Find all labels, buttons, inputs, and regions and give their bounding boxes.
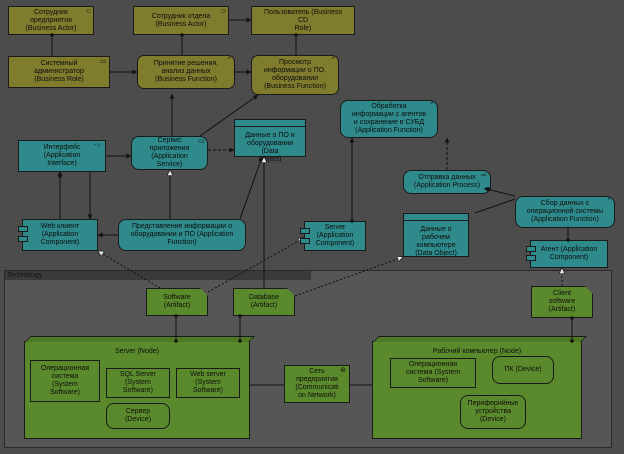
function-icon: ⌃ bbox=[330, 57, 336, 64]
software-artifact[interactable]: Software (Artifact) bbox=[146, 288, 208, 316]
workstation-os-system-software[interactable]: Операционная система (System Software) bbox=[390, 358, 476, 388]
server-node-label: Server (Node) bbox=[115, 348, 159, 355]
view-info-business-function[interactable]: Просмотр информации о ПО, оборудовании (… bbox=[251, 55, 339, 95]
function-icon: ⌃ bbox=[606, 198, 612, 205]
sysadmin-role[interactable]: Системный администратор (Business Role) bbox=[8, 56, 110, 88]
send-data-application-process[interactable]: Отправка данных (Application Process) bbox=[403, 170, 491, 194]
component-icon bbox=[300, 228, 310, 234]
data-object-workstation[interactable]: Данные о рабочем компьютере (Data Object… bbox=[403, 213, 469, 257]
actor-icon: ☺ bbox=[85, 8, 93, 15]
data-object-software-hardware[interactable]: Данные о ПО и оборудовании (Data Object) bbox=[234, 119, 306, 163]
server-device[interactable]: Сервер (Device) bbox=[106, 403, 170, 429]
server-application-component[interactable]: Server (Application Component) bbox=[304, 221, 366, 251]
agent-application-component[interactable]: Агент (Application Component) bbox=[530, 240, 608, 268]
application-service[interactable]: Сервис приложения (Application Service) bbox=[131, 136, 208, 170]
process-icon: ⇨ bbox=[481, 172, 487, 179]
component-icon bbox=[18, 236, 28, 242]
component-icon bbox=[300, 238, 310, 244]
client-software-artifact-label: Client software (Artifact) bbox=[548, 290, 576, 313]
presentation-application-function[interactable]: Представление информации о оборудовании … bbox=[118, 219, 246, 251]
database-artifact[interactable]: Database (Artifact) bbox=[233, 288, 295, 316]
function-icon: ⌃ bbox=[429, 102, 435, 109]
user-role[interactable]: Пользователь (Business CD Role) bbox=[251, 6, 355, 35]
client-software-artifact[interactable]: Client software (Artifact) bbox=[531, 286, 593, 318]
web-server-system-software[interactable]: Web server (System Software) bbox=[176, 368, 240, 398]
web-client-component[interactable]: Web клиент (Application Component) bbox=[22, 219, 98, 251]
server-os-system-software[interactable]: Операционная система (System Software) bbox=[30, 360, 100, 402]
service-icon: ▭ bbox=[198, 138, 205, 145]
processing-application-function[interactable]: Обработка информации с агентов и сохране… bbox=[340, 100, 438, 138]
component-icon bbox=[526, 246, 536, 252]
pc-device[interactable]: ПК (Device) bbox=[492, 356, 554, 384]
department-employee-actor[interactable]: Сотрудник отдела (Business Actor) bbox=[133, 6, 229, 35]
technology-layer-label: Technology bbox=[5, 271, 311, 280]
enterprise-network[interactable]: Сеть предприятия (Communicati on Network… bbox=[284, 365, 350, 403]
actor-icon: ☺ bbox=[220, 8, 228, 15]
workstation-node-label: Рабочий компьютер (Node) bbox=[432, 348, 522, 355]
software-artifact-label: Software (Artifact) bbox=[163, 294, 191, 309]
network-icon: ⊛ bbox=[340, 367, 346, 374]
employee-actor[interactable]: Сотрудник предприятия (Business Actor) bbox=[8, 6, 94, 35]
application-interface[interactable]: Интерфейс (Application Interface) bbox=[18, 140, 106, 172]
component-icon bbox=[18, 226, 28, 232]
interface-icon: -○ bbox=[94, 142, 101, 149]
database-artifact-label: Database (Artifact) bbox=[249, 294, 279, 309]
decision-business-function[interactable]: Принятие решения, анализ данных (Busines… bbox=[137, 55, 235, 89]
component-icon bbox=[526, 255, 536, 261]
sql-server-system-software[interactable]: SQL Server (System Software) bbox=[106, 368, 170, 398]
peripheral-devices[interactable]: Периферийные устройства (Device) bbox=[460, 395, 526, 429]
role-icon: ▭ bbox=[100, 58, 107, 65]
function-icon: ⌃ bbox=[226, 57, 232, 64]
collect-data-application-function[interactable]: Сбор данных с операционной системы (Appl… bbox=[515, 196, 615, 228]
